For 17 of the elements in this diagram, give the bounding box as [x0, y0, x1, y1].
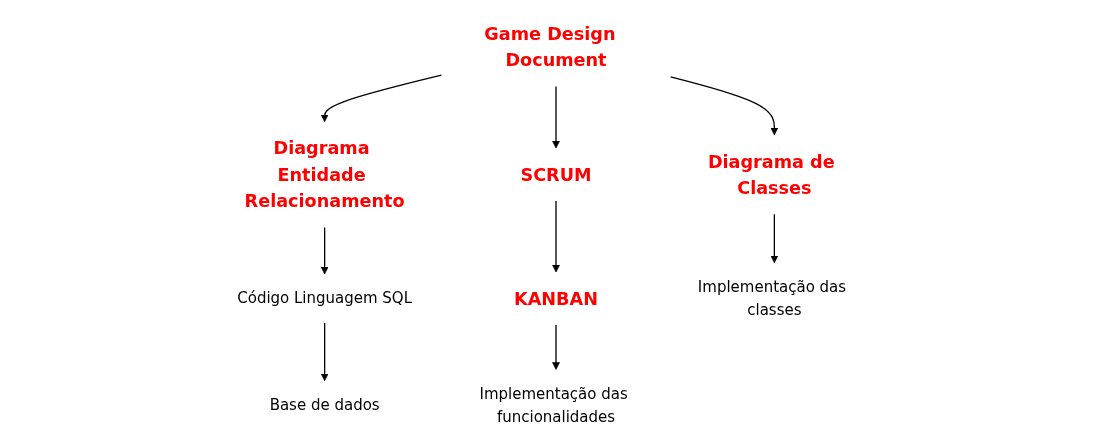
- arrow: [320, 74, 443, 123]
- node-text: Diagrama Entidade Relacionamento: [244, 137, 405, 212]
- arrow: [320, 226, 329, 275]
- arrow: [770, 213, 779, 264]
- arrow: [670, 76, 779, 136]
- node-text: Diagrama de Classes: [707, 150, 835, 199]
- arrow: [320, 322, 329, 382]
- arrow: [552, 324, 560, 370]
- node-text: Implementação das funcionalidades: [479, 384, 628, 425]
- node-text: Base de dados: [269, 395, 380, 414]
- node-text: SCRUM: [520, 164, 592, 186]
- node-text: Game Design Document: [484, 22, 616, 71]
- arrow: [552, 85, 560, 149]
- node-text: Implementação das classes: [697, 277, 847, 318]
- node-text: KANBAN: [514, 287, 598, 310]
- node-text: Código Linguagem SQL: [237, 289, 413, 307]
- arrow: [552, 200, 560, 273]
